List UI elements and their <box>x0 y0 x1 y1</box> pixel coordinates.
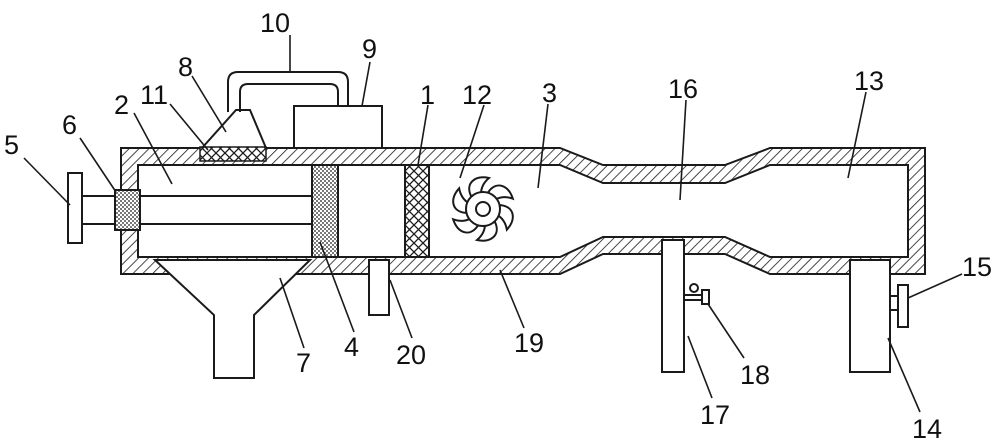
filter-1 <box>404 164 430 258</box>
label-10: 10 <box>260 8 290 38</box>
piston-rod <box>67 172 313 244</box>
support-leg-14 <box>849 259 891 373</box>
part-labels: 5 6 2 11 8 10 9 1 12 3 16 13 7 4 20 19 1… <box>4 8 992 444</box>
label-2: 2 <box>114 90 129 120</box>
label-19: 19 <box>514 328 544 358</box>
screen-11 <box>199 146 267 162</box>
rod-seal-6 <box>114 189 141 231</box>
label-12: 12 <box>462 80 492 110</box>
handwheel-15 <box>889 284 909 328</box>
label-5: 5 <box>4 130 19 160</box>
pipe-10 <box>227 71 349 112</box>
piston-plate-4 <box>311 164 339 258</box>
label-18: 18 <box>740 360 770 390</box>
housing-wall <box>120 147 926 275</box>
label-14: 14 <box>912 414 942 444</box>
label-8: 8 <box>178 52 193 82</box>
impeller-12 <box>451 176 515 242</box>
leader-lines <box>23 35 963 413</box>
label-9: 9 <box>362 34 377 64</box>
support-leg-20 <box>368 259 390 316</box>
inlet-funnel-8 <box>199 109 268 149</box>
label-6: 6 <box>62 110 77 140</box>
fan-box-9 <box>293 105 383 149</box>
handle-5 <box>67 172 83 244</box>
label-4: 4 <box>344 332 359 362</box>
hopper <box>152 259 313 379</box>
label-11: 11 <box>140 80 168 110</box>
label-16: 16 <box>668 74 698 104</box>
valve-18 <box>684 283 710 305</box>
label-13: 13 <box>854 66 884 96</box>
label-17: 17 <box>700 400 730 430</box>
support-leg-17 <box>661 239 685 373</box>
label-15: 15 <box>962 252 992 282</box>
label-1: 1 <box>420 80 435 110</box>
label-20: 20 <box>396 340 426 370</box>
label-7: 7 <box>296 348 311 378</box>
label-3: 3 <box>542 78 557 108</box>
